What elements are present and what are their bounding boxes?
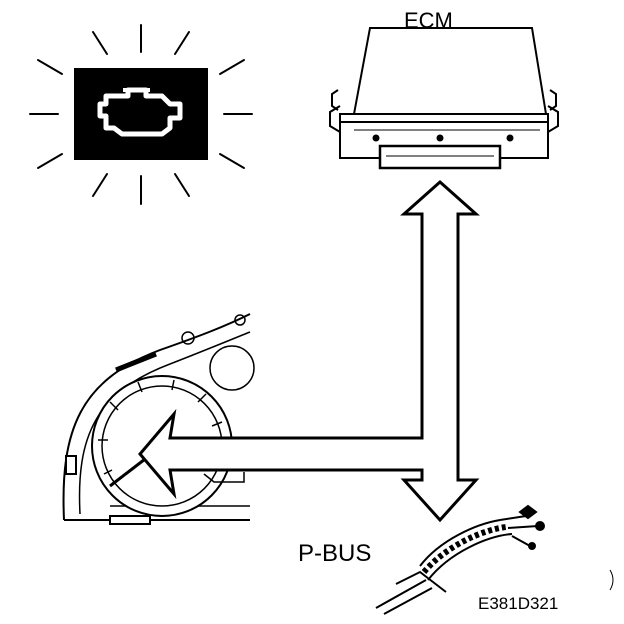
bus-wire-connector-icon [375,504,545,615]
ecm-module-icon [329,27,559,170]
warning-rays [29,24,253,205]
p-bus-label: P-BUS [298,540,372,567]
edge-mark [609,569,614,591]
bus-arrows [138,179,480,523]
check-engine-icon [74,68,208,160]
instrument-cluster-icon [62,313,255,525]
ecm-label: ECM [404,8,453,33]
figure-reference-code: E381D321 [478,594,559,613]
